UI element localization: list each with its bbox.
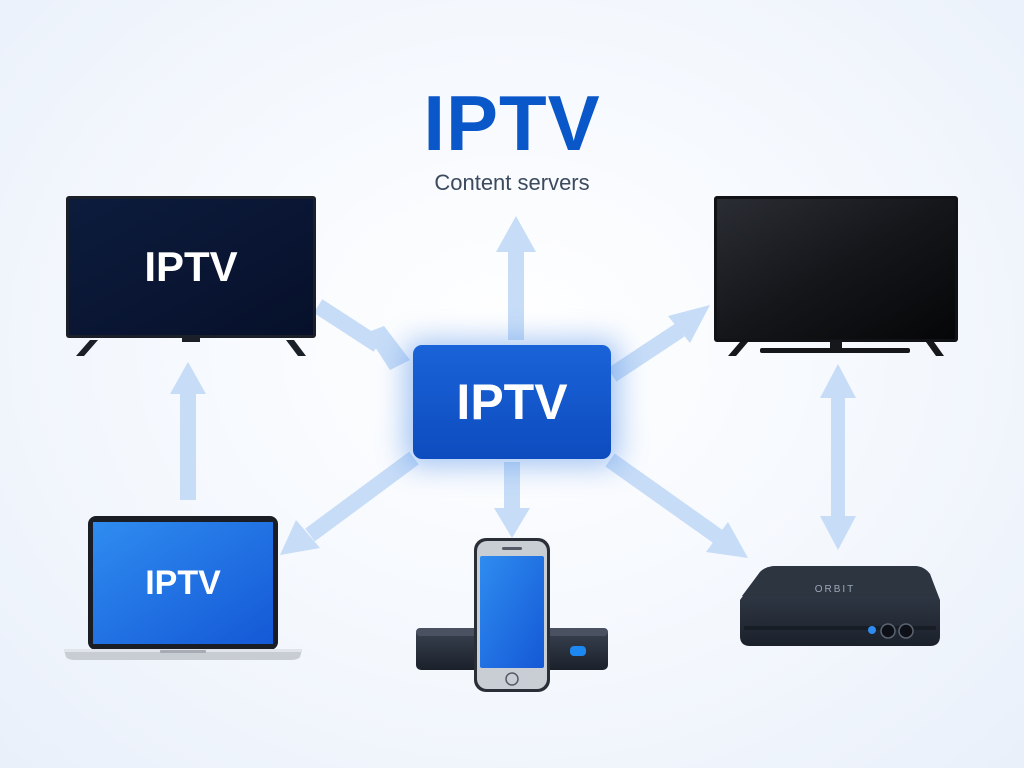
arrow-hub-to-laptop xyxy=(280,451,419,555)
settop-box-brand: ORBIT xyxy=(814,584,856,595)
content-servers-label: Content servers xyxy=(434,170,590,195)
laptop xyxy=(64,516,302,660)
arrow-hub-to-servers xyxy=(496,216,536,340)
arrow-tv-left-to-hub xyxy=(313,299,410,370)
arrow-hub-to-phone xyxy=(494,462,530,538)
smartphone xyxy=(474,538,550,692)
tv-left-screen-text: IPTV xyxy=(144,243,238,290)
arrow-hub-to-tv-right xyxy=(607,305,710,382)
hub-label: IPTV xyxy=(456,374,568,430)
arrow-laptop-to-tv-left xyxy=(170,362,206,500)
hub-box xyxy=(413,345,611,459)
laptop-screen-text: IPTV xyxy=(145,564,221,602)
connector-arrows xyxy=(170,216,856,558)
tv-left xyxy=(66,196,316,356)
settop-box xyxy=(740,566,940,646)
tv-right xyxy=(714,196,958,356)
diagram-title: IPTV xyxy=(423,79,601,167)
arrow-tv-right-box-bidirectional xyxy=(820,364,856,550)
arrow-hub-to-box xyxy=(605,453,748,558)
